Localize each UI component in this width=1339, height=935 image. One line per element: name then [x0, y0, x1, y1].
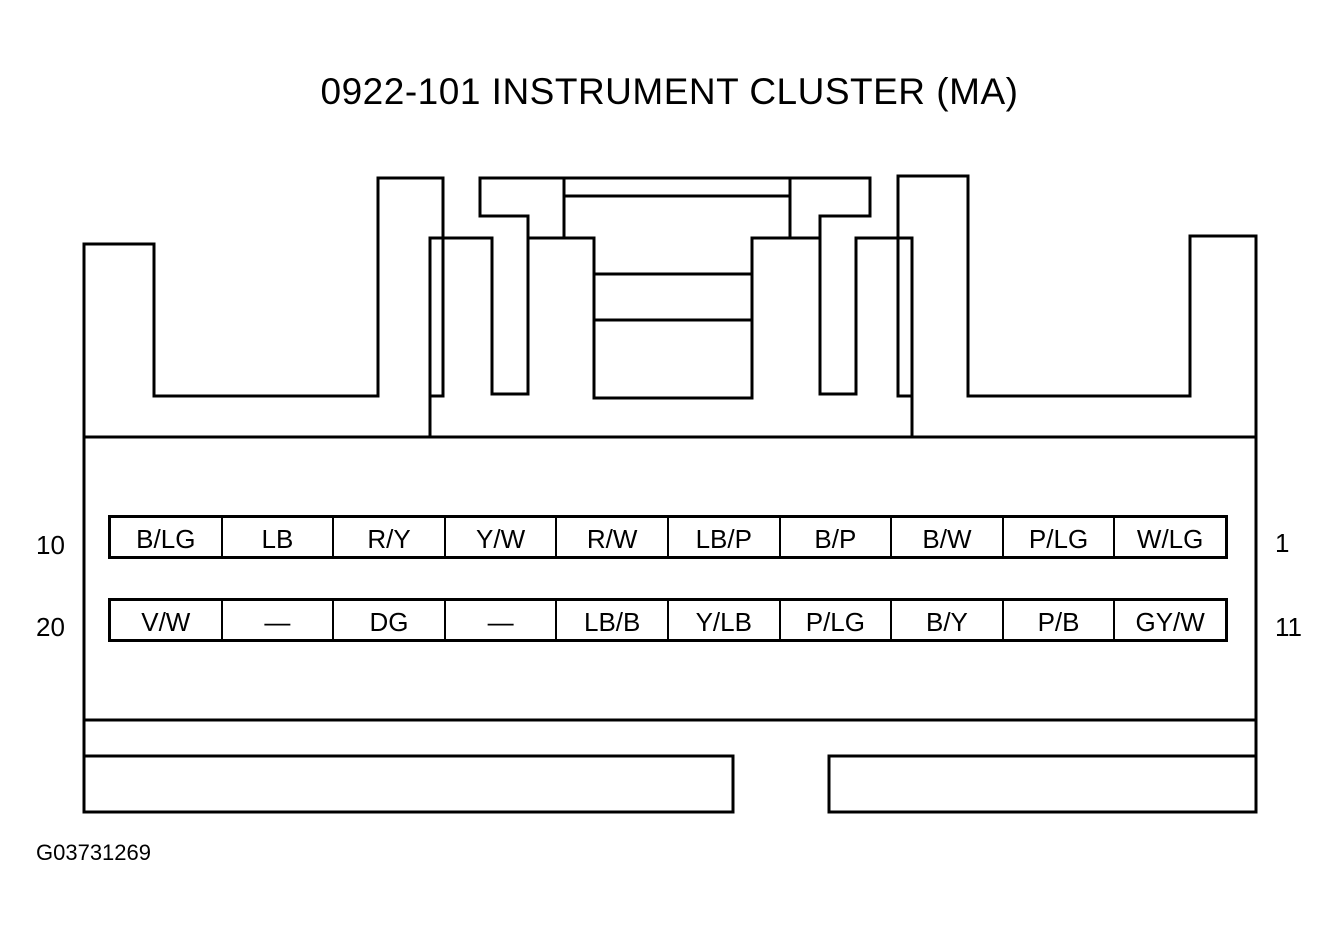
pin-number-10: 10 [36, 530, 65, 560]
pin-cell: LB/B [557, 601, 669, 639]
pin-cell: B/LG [111, 518, 223, 556]
pin-cell: V/W [111, 601, 223, 639]
pin-cell: Y/W [446, 518, 558, 556]
pin-cell: GY/W [1135, 606, 1205, 637]
figure-id-label: G03731269 [36, 840, 151, 865]
pin-cell: LB [223, 518, 335, 556]
connector-outer-outline [82, 176, 445, 437]
pin-cell: P/LG [1004, 518, 1116, 556]
pin-cell: Y/LB [669, 601, 781, 639]
diagram-title: 0922-101 INSTRUMENT CLUSTER (MA) [320, 71, 1019, 112]
pin-cell: P/LG [781, 601, 893, 639]
pin-cell: R/W [557, 518, 669, 556]
pin-cell: LB/P [669, 518, 781, 556]
pin-row-bottom: V/W — DG — LB/B Y/LB P/LG B/Y P/B GY/W [108, 598, 1228, 642]
latch-block [428, 176, 914, 437]
pin-cell: B/Y [892, 601, 1004, 639]
pin-cell: R/Y [334, 518, 446, 556]
pin-number-11: 11 [1275, 612, 1302, 642]
pin-cell: DG [334, 601, 446, 639]
latch-top-bar [562, 178, 792, 238]
pin-cell: P/B [1004, 601, 1116, 639]
connector-outer-outline-right [896, 174, 1258, 437]
pin-cell: B/W [892, 518, 1004, 556]
pin-cell: — [223, 601, 335, 639]
pin-row-top: B/LG LB R/Y Y/W R/W LB/P B/P B/W P/LG W/… [108, 515, 1228, 559]
pin-number-1: 1 [1275, 528, 1290, 558]
pin-cell: B/P [781, 518, 893, 556]
latch-inner-frame [528, 236, 820, 400]
pin-cell: W/LG [1136, 523, 1204, 554]
pin-cell: — [446, 601, 558, 639]
pin-number-20: 20 [36, 612, 65, 642]
